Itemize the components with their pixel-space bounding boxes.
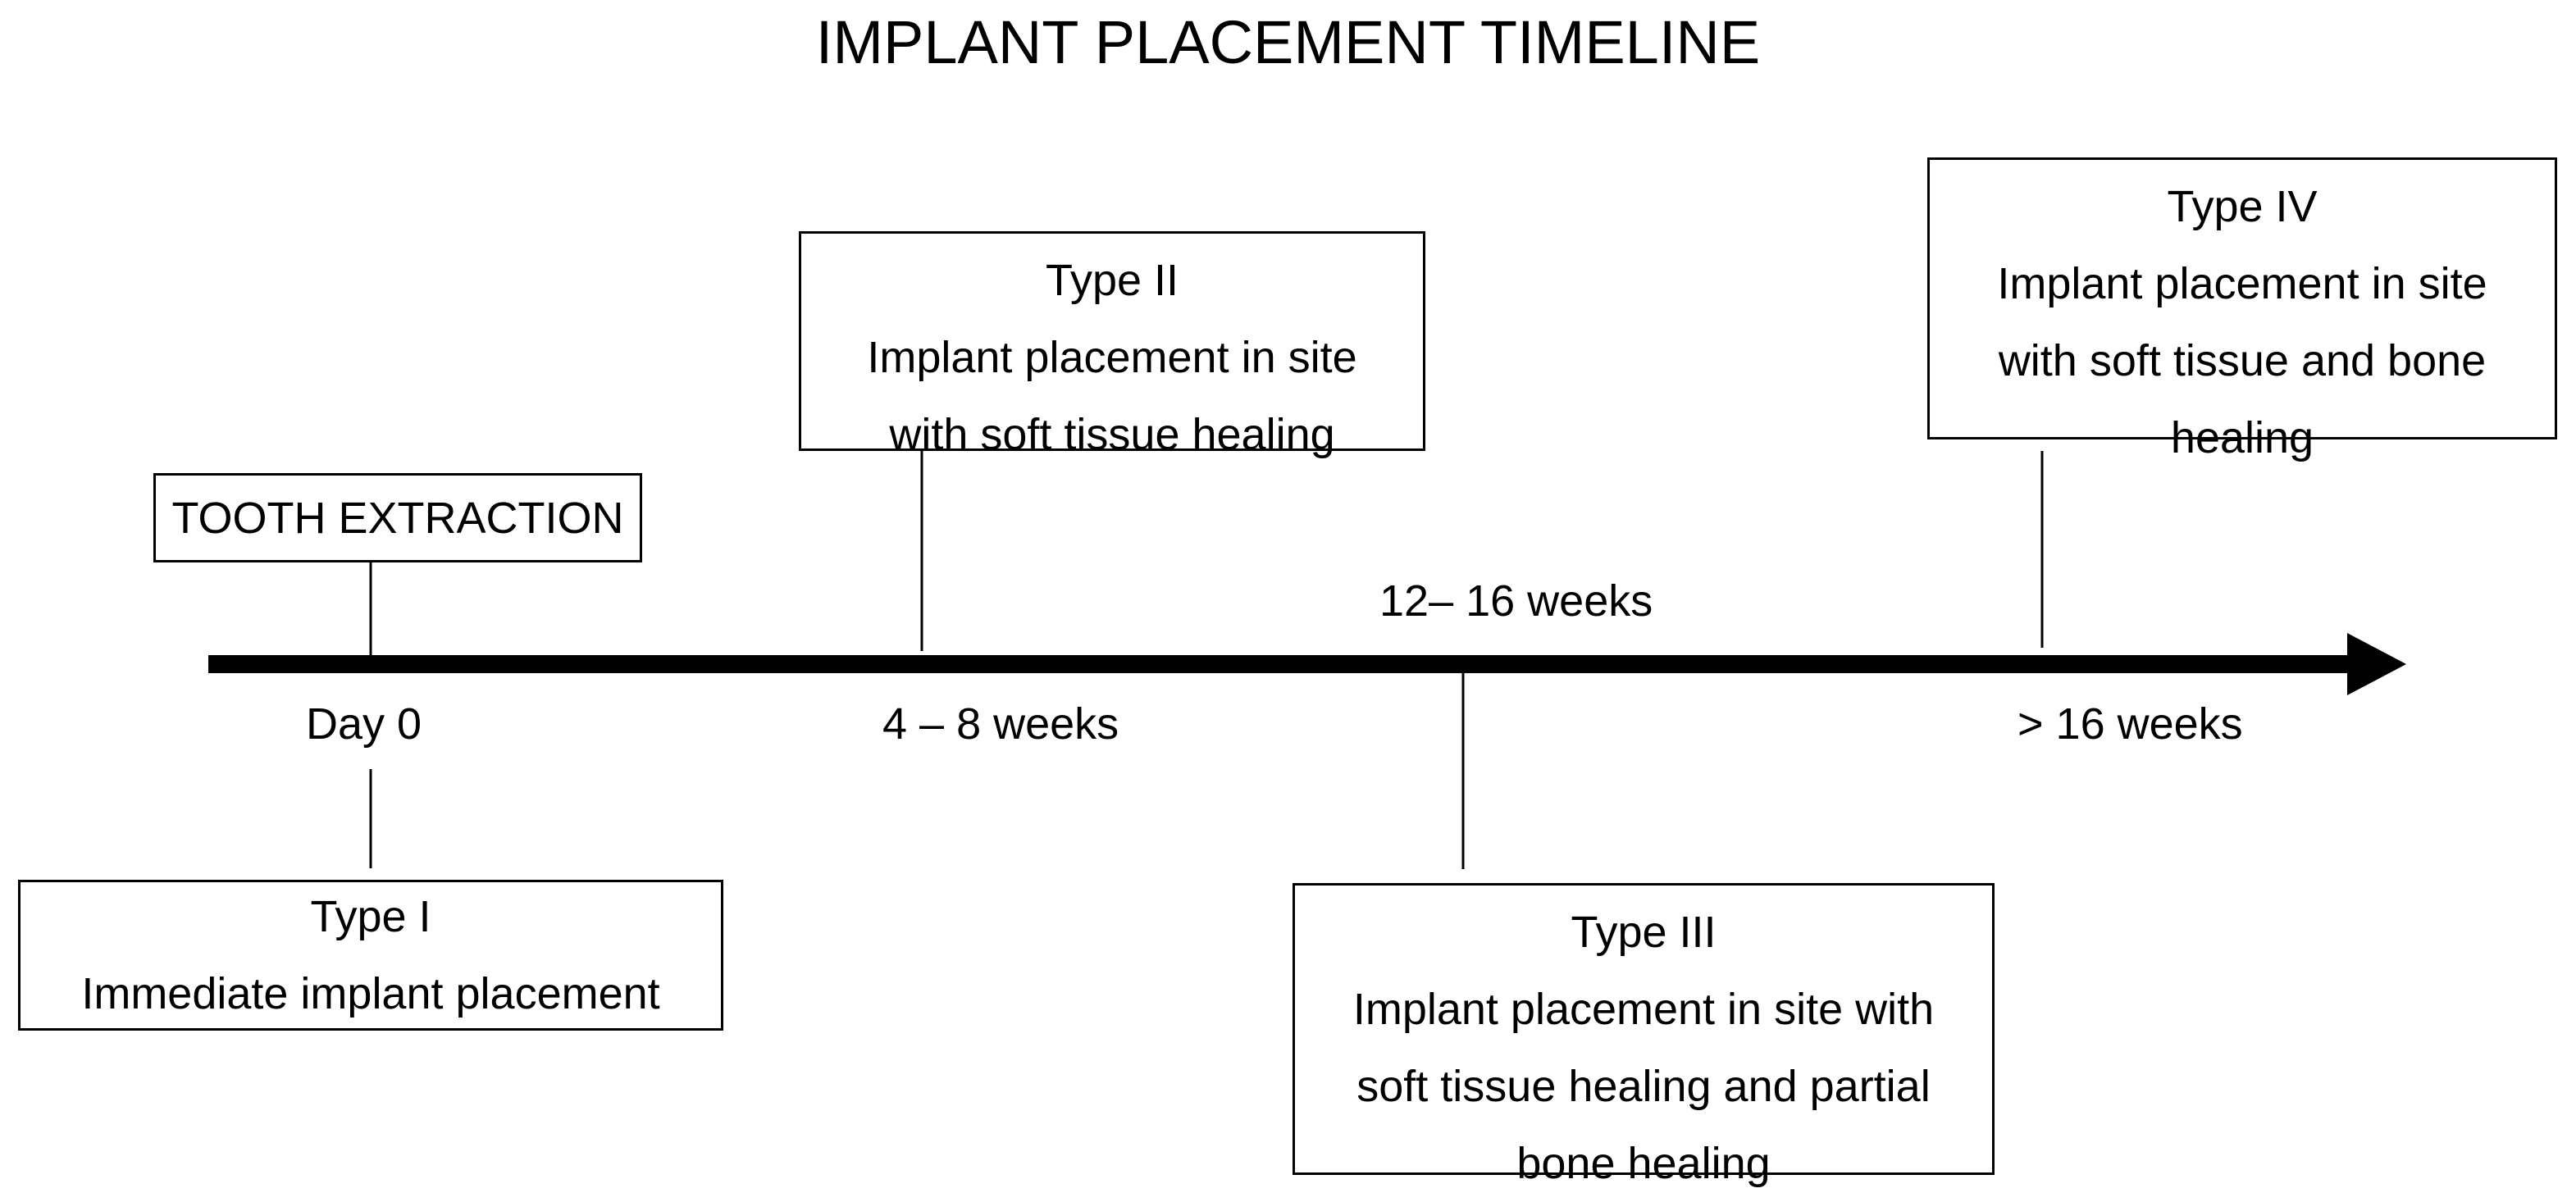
box-type-4-heading: Type IV	[2167, 182, 2318, 231]
box-tooth-extraction-text: TOOTH EXTRACTION	[171, 493, 624, 543]
box-tooth-extraction: TOOTH EXTRACTION	[153, 473, 642, 562]
diagram-title: IMPLANT PLACEMENT TIMELINE	[815, 8, 1761, 76]
timeline-arrowhead	[2347, 633, 2406, 695]
box-type-3-heading: Type III	[1571, 908, 1717, 957]
box-type-3-line-4: bone healing	[1516, 1139, 1771, 1188]
timeline-label-12-16-weeks: 12– 16 weeks	[1379, 576, 1653, 626]
box-type-3-line-2: Implant placement in site with	[1352, 985, 1935, 1034]
box-type-1-line-2: Immediate implant placement	[81, 969, 660, 1018]
box-type-4-line-2: Implant placement in site	[1997, 259, 2487, 308]
box-type-3: Type III Implant placement in site with …	[1293, 883, 1995, 1188]
box-type-3-line-3: soft tissue healing and partial	[1356, 1062, 1931, 1111]
box-type-2-line-2: Implant placement in site	[867, 333, 1357, 382]
timeline-label-day-0: Day 0	[306, 699, 422, 749]
box-type-2: Type II Implant placement in site with s…	[799, 231, 1425, 459]
box-type-1-heading: Type I	[310, 892, 431, 941]
box-type-4-line-4: healing	[2170, 413, 2314, 462]
box-type-1: Type I Immediate implant placement	[18, 880, 723, 1031]
box-type-2-heading: Type II	[1045, 256, 1179, 305]
box-type-2-line-3: with soft tissue healing	[889, 410, 1335, 459]
box-type-4: Type IV Implant placement in site with s…	[1927, 157, 2557, 462]
timeline-label-4-8-weeks: 4 – 8 weeks	[882, 699, 1119, 749]
timeline-label-over-16-weeks: > 16 weeks	[2017, 699, 2243, 749]
box-type-4-line-3: with soft tissue and bone	[1998, 336, 2487, 385]
